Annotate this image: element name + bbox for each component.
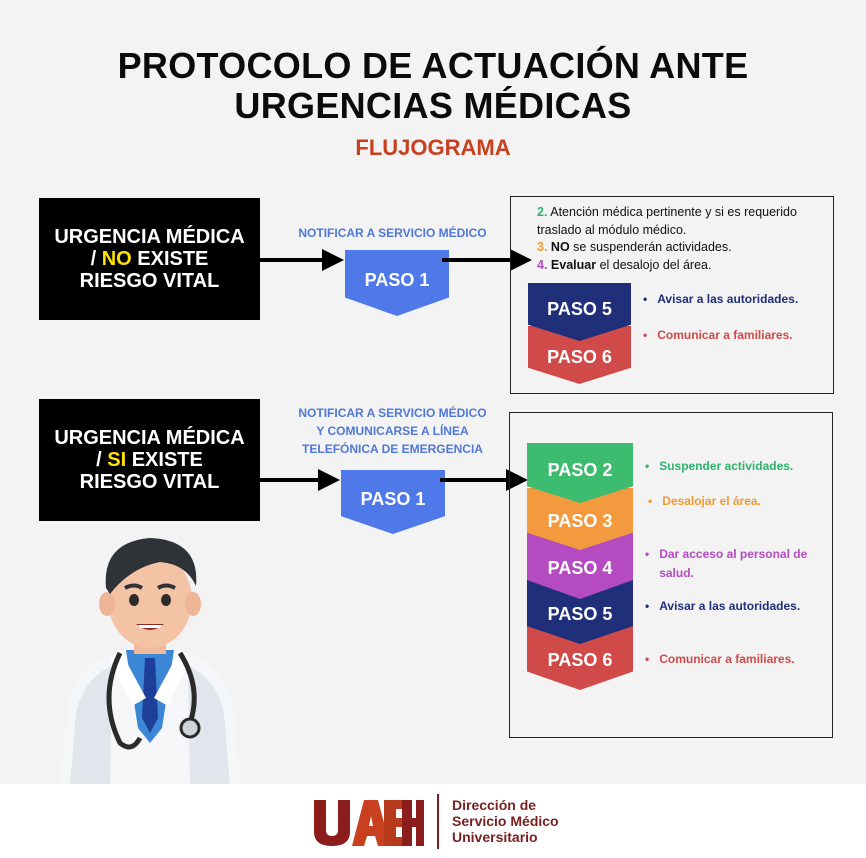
- case-risk-highlight: SI: [107, 449, 127, 471]
- arrow-right-icon: [322, 249, 344, 271]
- case-no-risk-box: URGENCIA MÉDICA / NO EXISTE RIESGO VITAL: [39, 198, 260, 320]
- arrow-right-icon: [506, 469, 528, 491]
- instruction-3: 3. NO se suspenderán actividades.: [537, 240, 732, 254]
- instruction-2: 2. Atención médica pertinente y si es re…: [537, 205, 797, 237]
- case-risk-notify: NOTIFICAR A SERVICIO MÉDICO Y COMUNICARS…: [298, 406, 487, 456]
- department-name: Dirección de Servicio Médico Universitar…: [452, 797, 559, 845]
- slash: /: [90, 248, 97, 270]
- case-risk-action-6: •Comunicar a familiares.: [645, 652, 795, 666]
- instruction-4: 4. Evaluar el desalojo del área.: [537, 258, 712, 272]
- arrow-right-icon: [510, 249, 532, 271]
- case-risk-action-4: •Dar acceso al personal de salud.: [645, 547, 808, 580]
- case-no-risk-action-5: •Avisar a las autoridades.: [643, 292, 799, 306]
- arrow-line: [260, 258, 326, 262]
- case-risk-panel: [509, 412, 833, 738]
- case-no-risk-notify: NOTIFICAR A SERVICIO MÉDICO: [298, 226, 487, 240]
- case-no-risk-highlight: NO: [101, 248, 132, 270]
- footer: [0, 784, 866, 858]
- case-no-risk-line2: / NO EXISTE: [91, 248, 209, 270]
- case-no-risk-panel: [510, 196, 834, 394]
- case-no-risk-line1: URGENCIA MÉDICA: [54, 226, 245, 248]
- case-no-risk-action-6: •Comunicar a familiares.: [643, 328, 793, 342]
- case-no-risk-step1: PASO 1: [345, 250, 449, 316]
- step-label: PASO 1: [364, 269, 430, 290]
- case-risk-step1: PASO 1: [341, 470, 445, 534]
- case-risk-line2: / SI EXISTE: [96, 449, 203, 471]
- case-risk-line1: URGENCIA MÉDICA: [54, 427, 245, 449]
- case-risk-action-5: •Avisar a las autoridades.: [645, 599, 801, 613]
- uaeh-logo: [314, 800, 424, 846]
- page-title-line2: URGENCIAS MÉDICAS: [234, 85, 632, 126]
- arrow-line: [442, 258, 514, 262]
- arrow-right-icon: [318, 469, 340, 491]
- case-risk-action-2: •Suspender actividades.: [645, 459, 794, 473]
- page-subtitle: FLUJOGRAMA: [355, 135, 511, 160]
- page-title-line1: PROTOCOLO DE ACTUACIÓN ANTE: [117, 45, 749, 86]
- case-risk-line3: RIESGO VITAL: [79, 471, 220, 493]
- case-no-risk-line3: RIESGO VITAL: [79, 270, 220, 292]
- logo-divider: [437, 794, 439, 849]
- case-no-risk-line2-rest: EXISTE: [137, 248, 209, 270]
- case-risk-box: URGENCIA MÉDICA / SI EXISTE RIESGO VITAL: [39, 399, 260, 521]
- arrow-line: [260, 478, 322, 482]
- case-risk-action-3: •Desalojar el área.: [648, 494, 761, 508]
- arrow-line: [440, 478, 510, 482]
- doctor-illustration: [60, 538, 242, 786]
